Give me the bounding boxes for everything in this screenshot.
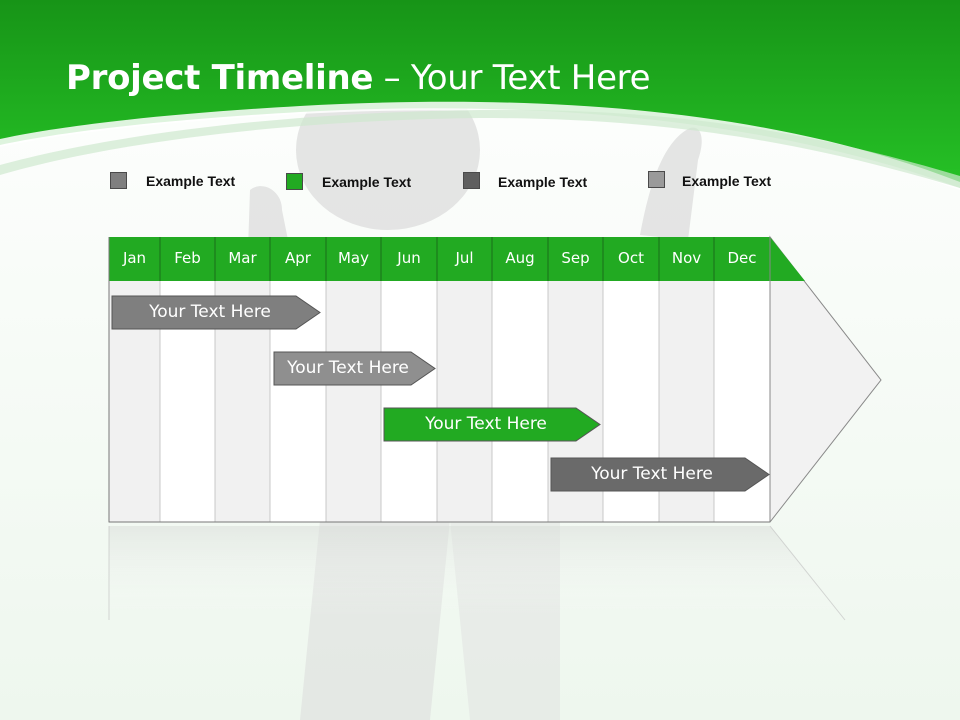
month-column-aug [492, 281, 548, 522]
month-label-jan: Jan [122, 249, 147, 267]
task-bar-label-2: Your Text Here [287, 358, 409, 378]
task-bar-3 [383, 407, 601, 442]
month-column-jun [381, 281, 437, 522]
legend-label-3: Example Text [498, 174, 588, 190]
legend-label-2: Example Text [322, 174, 412, 190]
task-bar-4 [550, 457, 770, 492]
task-bar-label-1: Your Text Here [149, 302, 271, 322]
month-label-sep: Sep [561, 249, 590, 267]
month-label-jun: Jun [397, 249, 421, 267]
task-bar-label-3: Your Text Here [425, 414, 547, 434]
task-bar-2 [273, 351, 436, 386]
title-rest: – Your Text Here [373, 58, 651, 98]
legend-swatch-1 [110, 172, 127, 189]
page-title: Project Timeline – Your Text Here [66, 58, 651, 98]
legend-swatch-4 [648, 171, 665, 188]
month-label-aug: Aug [505, 249, 535, 267]
month-label-feb: Feb [174, 249, 201, 267]
month-label-may: May [337, 249, 369, 267]
task-bar-1 [111, 295, 321, 330]
legend-swatch-2 [286, 173, 303, 190]
title-bold: Project Timeline [66, 58, 374, 98]
month-label-jul: Jul [455, 249, 474, 267]
month-label-oct: Oct [618, 249, 644, 267]
chart-reflection [108, 525, 846, 621]
month-label-dec: Dec [727, 249, 757, 267]
month-label-nov: Nov [671, 249, 702, 267]
timeline-header-band [109, 237, 770, 281]
month-label-mar: Mar [228, 249, 257, 267]
month-column-may [326, 281, 381, 522]
legend-label-1: Example Text [146, 173, 236, 189]
month-label-apr: Apr [285, 249, 311, 267]
task-bar-label-4: Your Text Here [591, 464, 713, 484]
month-column-jul [437, 281, 492, 522]
legend-label-4: Example Text [682, 173, 772, 189]
header-banner [0, 0, 960, 188]
legend-swatch-3 [463, 172, 480, 189]
timeline-arrow-tip-green [770, 237, 805, 281]
